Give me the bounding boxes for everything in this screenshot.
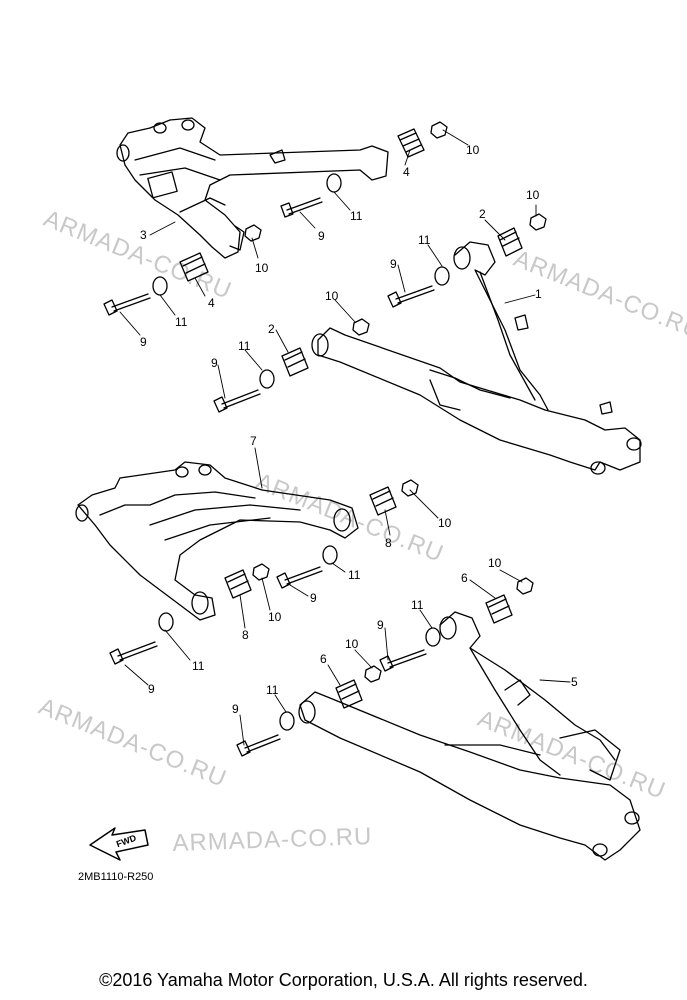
callout-label: 6 — [461, 571, 468, 585]
upper-right-hardware — [213, 213, 547, 413]
callout-label: 7 — [250, 434, 257, 448]
callout-label: 10 — [268, 610, 282, 624]
fwd-arrow-icon — [89, 827, 149, 861]
callout-label: 11 — [175, 315, 188, 329]
upper-arm-1 — [311, 241, 642, 475]
callout-label: 9 — [310, 591, 317, 605]
upper-arm-3 — [116, 117, 389, 259]
lower-arm-5 — [298, 611, 641, 861]
copyright-notice: ©2016 Yamaha Motor Corporation, U.S.A. A… — [99, 970, 588, 990]
lower-left-hardware — [109, 479, 419, 665]
callout-label: 10 — [466, 143, 480, 157]
callout-label: 11 — [418, 233, 431, 247]
callout-label: 11 — [266, 683, 279, 697]
parts-diagram — [75, 117, 642, 861]
callout-label: 10 — [325, 289, 339, 303]
callout-label: 6 — [320, 652, 327, 666]
callout-label: 9 — [377, 618, 384, 632]
callout-label: 9 — [318, 229, 325, 243]
callout-label: 3 — [140, 228, 147, 242]
callout-label: 5 — [571, 675, 578, 689]
diagram-code: 2MB1110-R250 — [78, 871, 154, 883]
callout-label: 9 — [148, 682, 155, 696]
leader-lines — [119, 129, 571, 746]
lower-right-hardware — [236, 577, 534, 757]
callout-label: 11 — [238, 339, 251, 353]
callout-label: 4 — [403, 165, 410, 179]
callout-label: 10 — [488, 556, 502, 570]
callout-label: 10 — [438, 516, 452, 530]
callout-label: 9 — [211, 356, 218, 370]
callout-label: 9 — [232, 702, 239, 716]
upper-left-hardware — [103, 121, 448, 316]
callout-label: 10 — [255, 261, 269, 275]
callout-label: 11 — [350, 209, 363, 223]
callout-label: 10 — [526, 188, 540, 202]
callout-label: 11 — [411, 598, 424, 612]
callout-label: 8 — [385, 536, 392, 550]
callout-label: 9 — [390, 257, 397, 271]
callout-label: 2 — [268, 322, 275, 336]
callout-label: 1 — [535, 287, 542, 301]
lower-arm-7 — [75, 461, 359, 621]
callout-label: 10 — [345, 637, 359, 651]
callout-label: 9 — [140, 335, 147, 349]
callout-label: 8 — [242, 628, 249, 642]
callout-label: 4 — [208, 296, 215, 310]
callout-label: 11 — [192, 659, 205, 673]
callout-label: 2 — [479, 207, 486, 221]
callout-label: 11 — [348, 568, 361, 582]
